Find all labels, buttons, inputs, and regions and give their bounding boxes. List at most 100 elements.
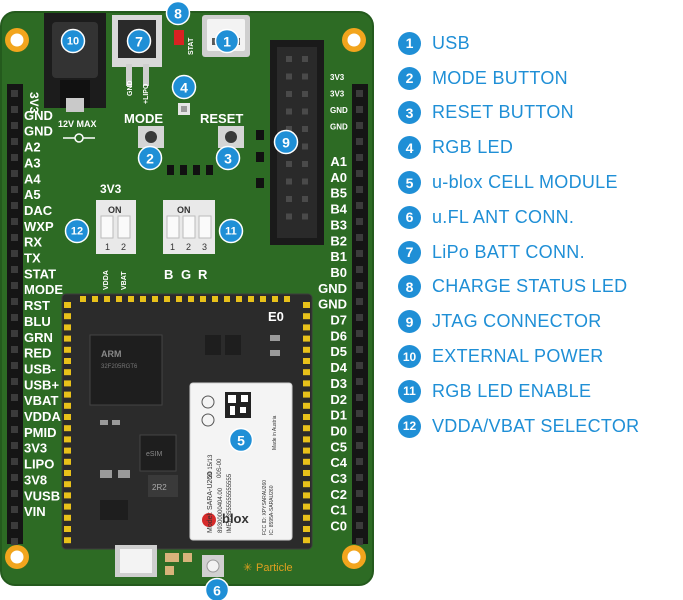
right-pin-label: C2	[330, 487, 347, 502]
ublox-code: 00S-00	[217, 458, 223, 478]
legend-label: LiPo BATT CONN.	[432, 241, 585, 262]
board-callout-badge	[218, 218, 244, 244]
right-pin-label: B4	[330, 202, 347, 217]
board-callout-badge	[60, 28, 86, 54]
right-pin-label: A1	[330, 154, 347, 169]
gnd-silk: GND	[127, 80, 134, 96]
castellation-pad	[303, 514, 310, 521]
legend-label: u.FL ANT CONN.	[432, 206, 575, 227]
header-pin	[356, 282, 363, 289]
right-pin-label: B0	[330, 265, 347, 280]
right-pin-label: B5	[330, 186, 347, 201]
right-pin-label: D5	[330, 344, 347, 359]
castellation-pad	[80, 296, 86, 302]
left-pin-label: A2	[24, 140, 41, 155]
header-pin	[11, 266, 18, 273]
sw-right-2: 2	[186, 242, 191, 252]
board-callout-number: 6	[213, 583, 221, 599]
jtag-pin	[286, 108, 292, 115]
header-pin	[11, 218, 18, 225]
left-pin-label: LIPO	[24, 457, 54, 472]
dc-barrel-jack	[44, 13, 106, 112]
header-pin	[356, 122, 363, 129]
header-pin	[356, 138, 363, 145]
board-callout-number: 11	[225, 226, 237, 238]
header-pin	[11, 426, 18, 433]
on-right: ON	[177, 205, 191, 215]
rgb-enable-dip-switch	[163, 200, 215, 254]
ublox-model: Model: SARA-U260	[207, 472, 214, 533]
jtag-side-label: GND	[330, 106, 348, 115]
board-callout-badge	[64, 218, 90, 244]
stat-silk: STAT	[188, 37, 195, 55]
board-callout-1: 1	[214, 28, 240, 54]
left-pin-label: BLU	[24, 314, 51, 329]
castellation-pad	[303, 369, 310, 376]
right-header-pins	[356, 90, 363, 545]
castellation-pad	[260, 296, 266, 302]
rgb-letter-r: R	[198, 267, 208, 282]
header-pin	[356, 154, 363, 161]
board-callout-9: 9	[273, 129, 299, 155]
castellation-pad	[248, 296, 254, 302]
header-pin	[11, 346, 18, 353]
castellation-pad	[64, 302, 71, 308]
castellation-pad	[64, 414, 71, 420]
left-pin-label: GND	[24, 108, 53, 123]
right-pin-label: GND	[318, 281, 347, 296]
esim-label: eSIM	[146, 451, 163, 458]
legend-number-badge: 1	[398, 31, 421, 55]
right-pin-label: C5	[330, 439, 347, 454]
switch-3v3-label: 3V3	[100, 182, 122, 196]
left-pin-label: VDDA	[24, 409, 61, 424]
castellation-pad	[64, 447, 71, 454]
header-pin	[11, 154, 18, 161]
header-pin	[356, 362, 363, 369]
board-callout-10: 10	[60, 28, 86, 54]
jtag-pin	[302, 143, 308, 150]
left-pin-label: RX	[24, 235, 42, 250]
sw-right-1: 1	[170, 242, 175, 252]
board-callout-number: 5	[237, 433, 245, 449]
castellation-pad	[303, 358, 310, 364]
board-callout-badge	[214, 28, 240, 54]
header-pin	[356, 538, 363, 545]
left-pin-label: RST	[24, 298, 50, 313]
board-callout-badge	[204, 577, 230, 600]
jtag-pin	[302, 56, 308, 62]
right-pin-label: D3	[330, 376, 347, 391]
jtag-side-label: 3V3	[330, 73, 345, 82]
left-header-pins	[11, 90, 18, 545]
header-pin	[356, 346, 363, 353]
board-callout-11: 11	[218, 218, 244, 244]
board-callout-3: 3	[215, 145, 241, 171]
castellation-pad	[64, 425, 71, 432]
header-pin	[356, 506, 363, 513]
board-callout-number: 9	[282, 135, 290, 151]
board-callout-8: 8	[165, 0, 191, 26]
header-pin	[11, 298, 18, 305]
jtag-pin	[302, 161, 308, 167]
right-pin-label: C3	[330, 471, 347, 486]
arm-mcu	[89, 334, 163, 406]
board-callout-badge	[273, 129, 299, 155]
particle-star-icon: ✳	[243, 562, 252, 574]
castellation-pad	[64, 358, 71, 364]
ublox-sku: 89300000404.00	[218, 487, 224, 533]
left-pin-label: A3	[24, 155, 41, 170]
header-pin	[11, 186, 18, 193]
castellation-pad	[64, 503, 71, 510]
header-pin	[11, 234, 18, 241]
board-callout-number: 8	[174, 6, 182, 22]
header-pin	[356, 266, 363, 273]
legend-label: EXTERNAL POWER	[432, 346, 604, 367]
left-pin-label: GRN	[24, 330, 53, 345]
castellation-pad	[176, 296, 182, 302]
left-pin-label: GND	[24, 124, 53, 139]
right-pin-label: D0	[330, 423, 347, 438]
right-pin-label: C4	[330, 455, 347, 470]
jtag-pin	[286, 196, 292, 202]
jtag-pin	[302, 73, 308, 80]
